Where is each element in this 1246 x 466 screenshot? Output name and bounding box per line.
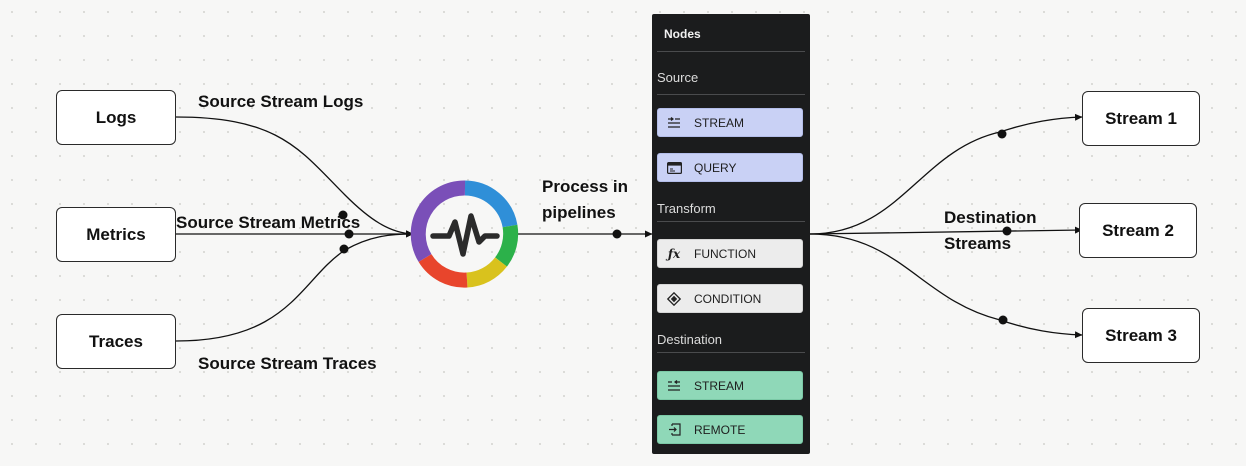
process-label-line2: pipelines — [542, 203, 616, 222]
wire-stream3 — [809, 233, 1083, 339]
wire-logs — [175, 116, 414, 238]
stream-2-box: Stream 2 — [1079, 203, 1197, 258]
pipeline-logo-icon — [410, 180, 519, 288]
stream-1-label: Stream 1 — [1105, 108, 1177, 128]
node-destination-stream-label: STREAM — [694, 378, 745, 393]
wire-dot — [998, 315, 1008, 325]
query-icon — [666, 160, 682, 176]
metrics-label: Metrics — [86, 224, 146, 244]
process-label-line1: Process in — [542, 177, 628, 196]
nodes-panel: Nodes Source STREAM QUERY Transform ƒx F… — [652, 14, 810, 454]
stream-out-icon — [666, 378, 682, 394]
source-stream-metrics-label: Source Stream Metrics — [176, 213, 361, 232]
condition-icon — [666, 291, 682, 307]
logs-label: Logs — [95, 107, 137, 127]
panel-divider — [657, 51, 805, 52]
traces-box: Traces — [56, 314, 176, 369]
stream-3-box: Stream 3 — [1082, 308, 1200, 363]
panel-divider — [657, 94, 805, 95]
wire-dot — [338, 210, 348, 220]
node-transform-condition-label: CONDITION — [694, 291, 762, 306]
stream-3-label: Stream 3 — [1105, 325, 1177, 345]
nodes-panel-title: Nodes — [664, 27, 701, 41]
stream-1-box: Stream 1 — [1082, 91, 1200, 146]
wire-dot — [997, 129, 1007, 139]
node-source-query[interactable]: QUERY — [657, 153, 803, 182]
section-transform: Transform — [657, 201, 716, 216]
wire-stream1 — [809, 113, 1083, 235]
remote-icon — [666, 422, 682, 438]
section-source: Source — [657, 70, 699, 85]
wire-dot — [339, 244, 349, 254]
node-destination-remote-label: REMOTE — [694, 422, 746, 437]
logs-box: Logs — [56, 90, 176, 145]
wire-dot — [344, 229, 354, 239]
node-transform-function[interactable]: ƒx FUNCTION — [657, 239, 803, 268]
source-stream-logs-label: Source Stream Logs — [198, 92, 364, 111]
destination-label-line1: Destination — [944, 208, 1037, 227]
panel-divider — [657, 221, 805, 222]
section-destination: Destination — [657, 332, 723, 347]
destination-label-line2: Streams — [944, 234, 1012, 253]
node-transform-condition[interactable]: CONDITION — [657, 284, 803, 313]
metrics-box: Metrics — [56, 207, 176, 262]
wire-dot — [612, 229, 622, 239]
wire-dot — [1002, 226, 1012, 236]
stream-in-icon — [666, 115, 682, 131]
function-icon: ƒx — [667, 246, 681, 261]
stream-2-label: Stream 2 — [1102, 220, 1174, 240]
node-destination-stream[interactable]: STREAM — [657, 371, 803, 400]
traces-label: Traces — [89, 331, 143, 351]
node-source-stream-label: STREAM — [694, 115, 745, 130]
node-source-query-label: QUERY — [694, 160, 737, 175]
node-source-stream[interactable]: STREAM — [657, 108, 803, 137]
node-transform-function-label: FUNCTION — [694, 246, 756, 261]
wire-stream2 — [809, 226, 1083, 235]
node-destination-remote[interactable]: REMOTE — [657, 415, 803, 444]
wire-traces — [175, 230, 414, 342]
source-stream-traces-label: Source Stream Traces — [198, 354, 377, 373]
panel-divider — [657, 352, 805, 353]
